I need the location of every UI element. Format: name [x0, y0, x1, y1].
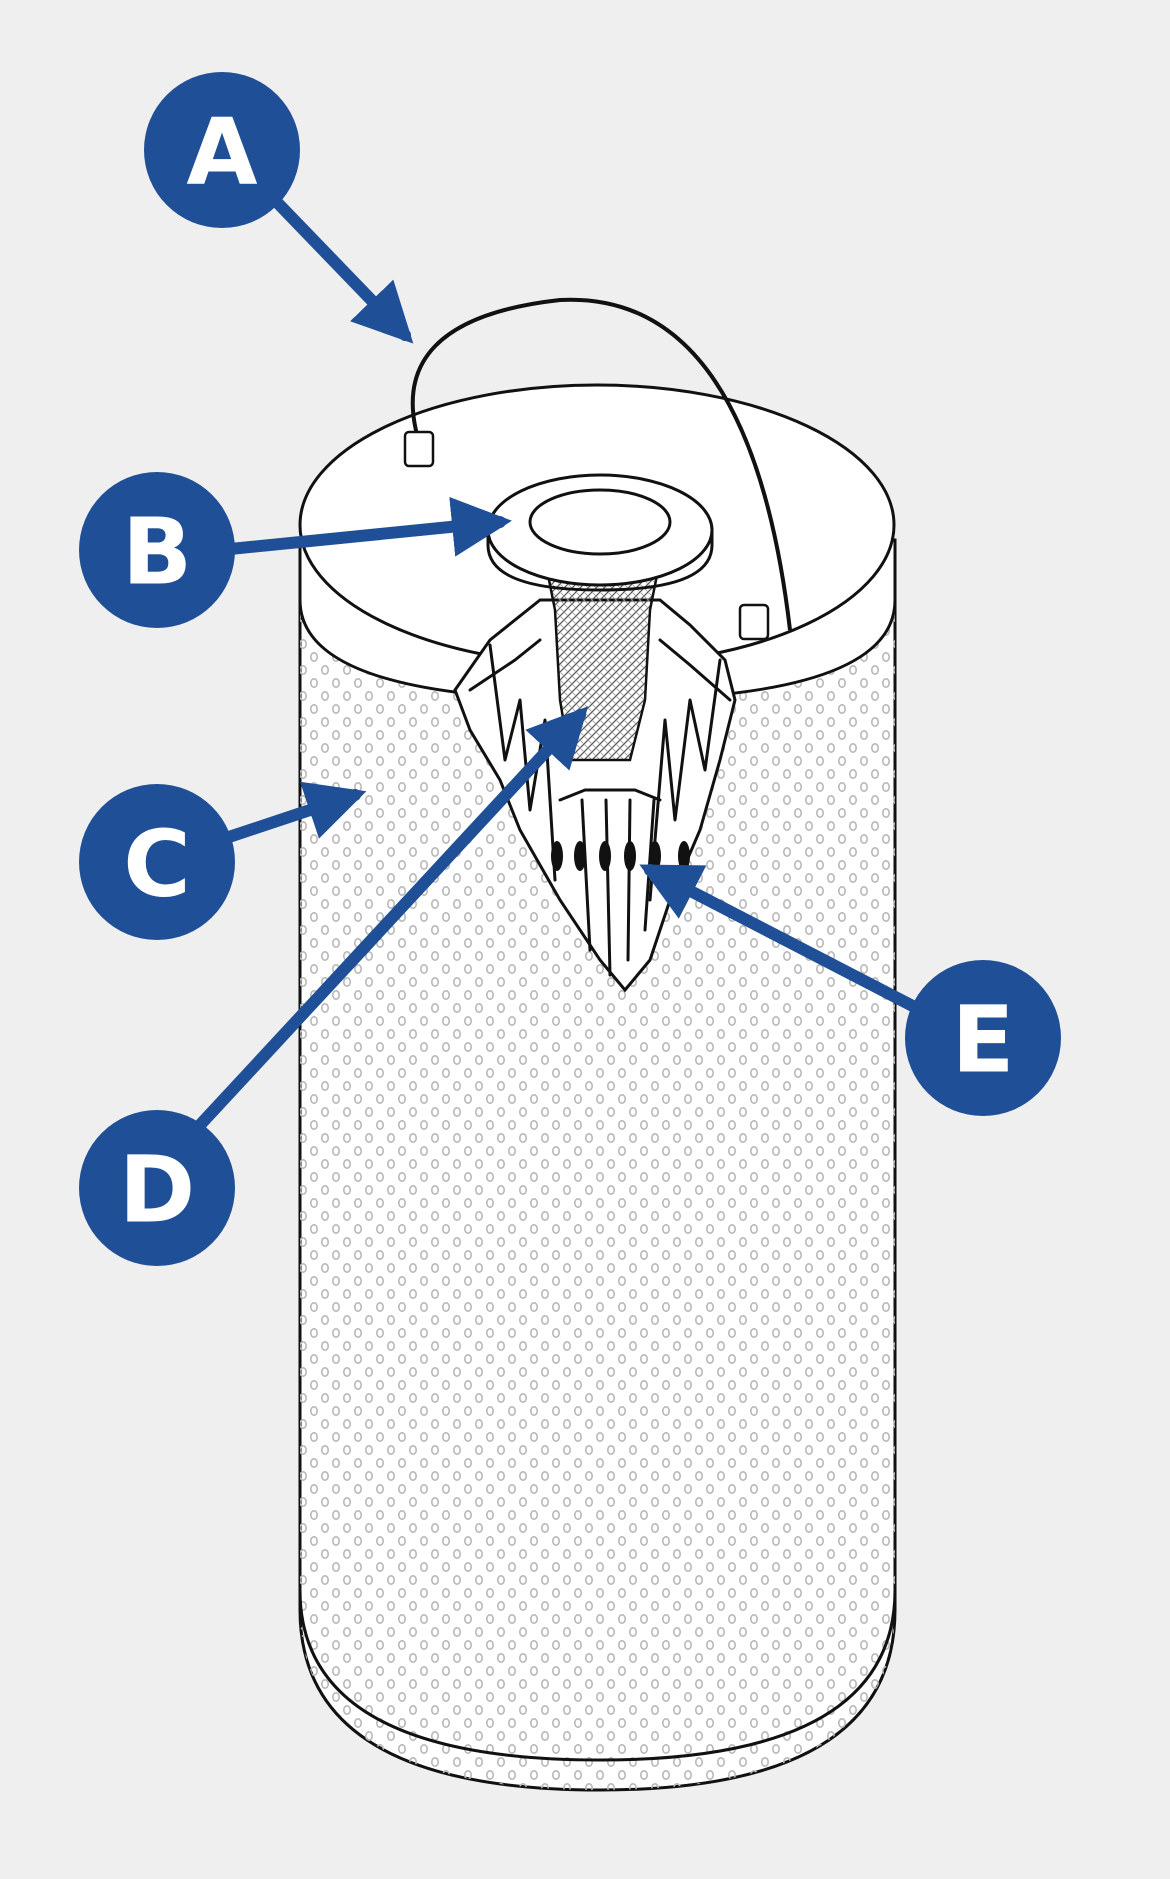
arrow-d: [194, 706, 589, 1131]
callout-letter-e: E: [952, 987, 1015, 1094]
center-seal-ring: [486, 473, 714, 592]
callout-arrows: [194, 189, 936, 1131]
callout-c: C: [79, 784, 235, 940]
callout-a: A: [144, 72, 300, 228]
lift-handle: [403, 297, 792, 641]
handle-clip-left: [403, 430, 435, 468]
arrow-a: [264, 189, 414, 344]
callout-letter-b: B: [122, 499, 192, 606]
arrow-b: [214, 496, 512, 557]
filter-cartridge: [298, 297, 897, 1792]
callout-letter-c: C: [123, 811, 191, 918]
handle-clip-right: [738, 603, 770, 641]
callout-letter-a: A: [186, 99, 257, 206]
callout-letter-d: D: [119, 1137, 195, 1244]
arrow-e: [639, 864, 936, 1021]
callout-e: E: [905, 960, 1061, 1116]
callout-b: B: [79, 472, 235, 628]
arrow-c: [214, 781, 367, 846]
callout-d: D: [79, 1110, 235, 1266]
